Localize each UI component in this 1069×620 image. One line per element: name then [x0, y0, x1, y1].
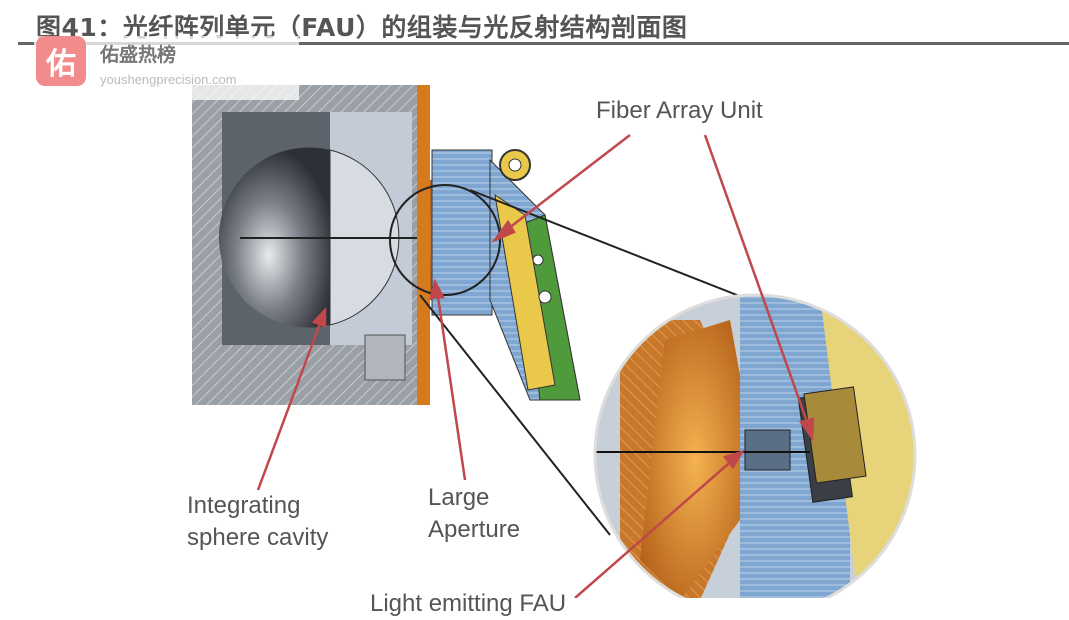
label-integrating-sphere: Integrating sphere cavity [187, 490, 328, 554]
watermark-logo: 佑 [36, 36, 86, 86]
watermark-url: youshengprecision.com [100, 72, 237, 87]
orange-plate [417, 85, 430, 405]
label-light-emitting-fau: Light emitting FAU [370, 590, 567, 617]
callout-arrows [256, 134, 815, 598]
label-line: Integrating [187, 492, 301, 519]
watermark-name: 佑盛热榜 [100, 44, 177, 66]
watermark: 佑 佑盛热榜 youshengprecision.com [34, 36, 299, 100]
magnify-source-circle [389, 184, 501, 296]
label-line: sphere cavity [187, 524, 329, 551]
label-large-aperture: Large Aperture [428, 482, 520, 546]
label-line: Large [428, 484, 490, 511]
magnified-detail [595, 295, 915, 598]
fau-housing [431, 149, 493, 316]
title-underline [18, 42, 1069, 45]
label-line: Aperture [428, 516, 521, 543]
label-fiber-array-unit: Fiber Array Unit [596, 97, 763, 124]
fau-cross-section-diagram [192, 85, 917, 598]
